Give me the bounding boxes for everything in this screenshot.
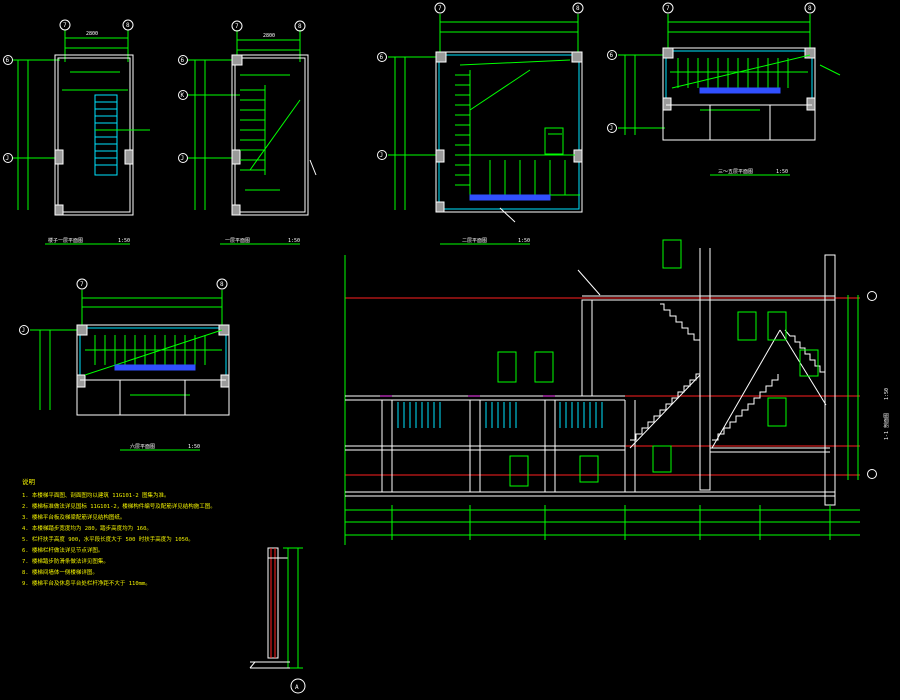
plan-4-caption: 三～五层平面图: [718, 169, 753, 175]
section-1-1: 1-1 剖面图 1:50: [344, 127, 890, 545]
grid-bubble: [867, 291, 877, 301]
plan-2-caption: 一层平面图: [225, 238, 250, 244]
grid-bubble-label: 6: [380, 54, 384, 61]
grid-bubble-7: [76, 278, 88, 290]
grid-bubble-label: 8: [298, 23, 302, 30]
section-annotation-tags: [497, 127, 819, 487]
grid-bubble-6: [178, 55, 188, 65]
plan-3-caption: 二层平面图: [462, 238, 487, 244]
note-item: 3. 楼梯平台板及梯梁配筋详见结构图纸。: [22, 513, 125, 521]
note-item: 6. 楼梯栏杆做法详见节点详图。: [22, 546, 103, 554]
grid-bubble-K: [178, 90, 188, 100]
grid-bubble-label: 7: [63, 22, 67, 29]
detail-bubble-label: A: [295, 684, 299, 691]
grid-bubble-6: [607, 50, 617, 60]
grid-bubble-label: 8: [576, 5, 580, 12]
plan-5-caption: 六层平面图: [130, 443, 155, 450]
grid-bubble-J: [3, 153, 13, 163]
grid-bubble-8: [572, 2, 584, 14]
grid-bubble-label: J: [610, 125, 614, 132]
plan-2-ground-floor: 2800 7 8 6 K J 一层平: [178, 20, 317, 245]
plan-3-scale: 1:50: [518, 238, 530, 244]
note-item: 8. 楼梯间墙体一侧楼梯详图。: [22, 568, 98, 576]
note-item: 2. 楼梯标准做法详见国标 11G101-2，楼梯构件编号及配筋详见结构施工图。: [22, 502, 216, 510]
plan-1-caption: 楼子一层平面图: [48, 237, 83, 244]
grid-bubble-label: 8: [220, 281, 224, 288]
grid-bubble-label: 7: [235, 23, 239, 30]
grid-bubble-label: 8: [126, 22, 130, 29]
grid-bubble-label: 8: [808, 5, 812, 12]
grid-bubble-6: [377, 52, 387, 62]
notes-title: 说明: [22, 477, 36, 486]
grid-bubble-label: 6: [181, 57, 185, 64]
plan-2-width-label: 2800: [263, 33, 275, 39]
note-item: 4. 本楼梯踏步宽度均为 280，踏步高度均为 160。: [22, 524, 152, 532]
plan-1-scale: 1:50: [118, 238, 130, 244]
plan-3-second-floor: 7 8 6 J: [377, 2, 584, 245]
grid-bubble-label: J: [380, 152, 384, 159]
detail-a-railing: A: [249, 547, 306, 694]
grid-bubble-label: 6: [610, 52, 614, 59]
plan-5-sixth-floor: 7 8 J 六层平面图 1:50: [19, 278, 230, 451]
grid-bubble-label: 7: [438, 5, 442, 12]
plan-5-scale: 1:50: [188, 444, 200, 450]
grid-bubble-label: J: [181, 155, 185, 162]
section-title: 1-1 剖面图: [883, 413, 890, 440]
detail-bubble: [290, 678, 306, 694]
grid-bubble-7: [59, 19, 71, 31]
grid-bubble-J: [19, 325, 29, 335]
note-item: 5. 栏杆扶手高度 900，水平段长度大于 500 时扶手高度为 1050。: [22, 535, 194, 543]
plan-4-typical-floor: 7 8 6 J 三～五层平面: [607, 2, 841, 176]
grid-bubble-J: [607, 123, 617, 133]
grid-bubble-J: [178, 153, 188, 163]
plan-2-scale: 1:50: [288, 238, 300, 244]
grid-bubble-label: 6: [6, 57, 10, 64]
grid-bubble-J: [377, 150, 387, 160]
grid-bubble-6: [3, 55, 13, 65]
grid-bubble-label: J: [22, 327, 26, 334]
grid-bubble-label: K: [181, 92, 185, 99]
grid-bubble-7: [662, 2, 674, 14]
grid-bubble: [867, 469, 877, 479]
note-item: 7. 楼梯踏步防滑条做法详见图集。: [22, 557, 109, 565]
grid-bubble-8: [294, 20, 306, 32]
grid-bubble-8: [804, 2, 816, 14]
note-item: 9. 楼梯平台及休息平台处栏杆净距不大于 110mm。: [22, 579, 151, 587]
grid-bubble-8: [122, 19, 134, 31]
design-notes: 说明 1. 本楼梯平面图、剖面图均以建筑 11G101-2 图集为准。 2. 楼…: [22, 477, 216, 587]
section-scale: 1:50: [884, 388, 890, 400]
grid-bubble-label: 7: [666, 5, 670, 12]
grid-bubble-7: [231, 20, 243, 32]
grid-bubble-8: [216, 278, 228, 290]
note-item: 1. 本楼梯平面图、剖面图均以建筑 11G101-2 图集为准。: [22, 491, 170, 499]
grid-bubble-label: 7: [80, 281, 84, 288]
grid-bubble-7: [434, 2, 446, 14]
grid-bubble-label: J: [6, 155, 10, 162]
plan-1-first-floor: 2800 7 8 6 J 楼子一层平面图 1:50: [3, 19, 150, 245]
plan-1-width-label: 2800: [86, 31, 98, 37]
plan-4-scale: 1:50: [776, 169, 788, 175]
